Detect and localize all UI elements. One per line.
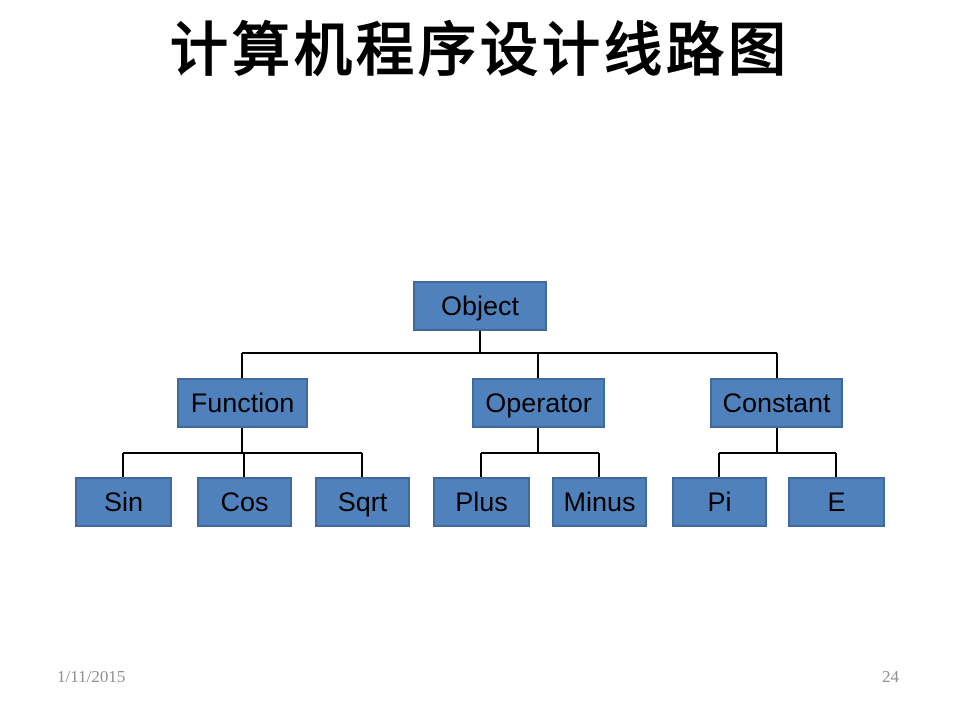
connector-constant-to-children: [718, 428, 837, 478]
tree-node-object: Object: [413, 281, 547, 331]
slide-title: 计算机程序设计线路图: [169, 16, 790, 84]
tree-node-sin: Sin: [75, 477, 172, 527]
connector-function-to-children: [122, 428, 363, 478]
tree-node-function: Function: [177, 378, 308, 428]
tree-node-cos: Cos: [197, 477, 292, 527]
tree-node-constant: Constant: [710, 378, 843, 428]
tree-node-minus: Minus: [552, 477, 647, 527]
tree-node-operator: Operator: [472, 378, 605, 428]
footer-date: 1/11/2015: [57, 667, 126, 686]
tree-node-sqrt: Sqrt: [315, 477, 410, 527]
tree-node-e: E: [788, 477, 885, 527]
tree-node-pi: Pi: [672, 477, 767, 527]
connector-operator-to-children: [480, 428, 600, 478]
footer-page-number: 24: [882, 667, 899, 686]
tree-node-plus: Plus: [433, 477, 530, 527]
connector-object-to-children: [241, 331, 778, 379]
